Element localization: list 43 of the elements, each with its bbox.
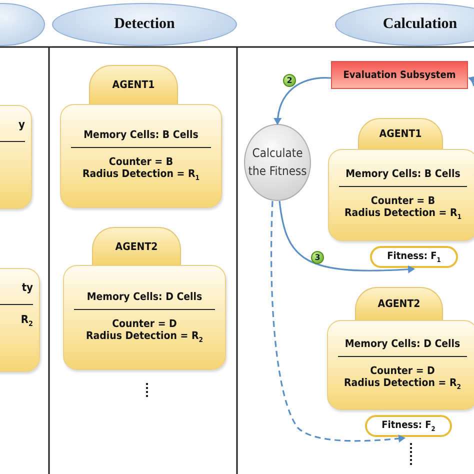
node-text: AGENT2 <box>115 240 158 252</box>
arrow <box>274 77 332 125</box>
node-text: Radius Detection = R$_{1}$ <box>82 168 200 183</box>
phase-ellipse <box>335 3 474 46</box>
node-text: Radius Detection = R$_{2}$ <box>86 330 204 344</box>
node-text: Detection <box>114 16 175 33</box>
node-text: Memory Cells: D Cells <box>86 290 202 303</box>
node-text: Memory Cells: D Cells <box>344 338 460 350</box>
agent-tab <box>92 227 181 265</box>
node-text: Counter = D <box>370 365 435 378</box>
fitness-pill <box>370 246 458 268</box>
arrow <box>278 200 415 274</box>
node-text: Counter = B <box>108 156 174 168</box>
node-text: Evaluation Subsystem <box>343 70 456 80</box>
node-text: Memory Cells: B Cells <box>84 129 198 142</box>
node-text: y <box>18 118 25 131</box>
node-text: Memory Cells: B Cells <box>346 168 460 180</box>
evaluation-box <box>331 61 468 89</box>
node-text: R$_{2}$ <box>20 313 33 328</box>
arrow <box>468 76 474 86</box>
node-text: Counter = B <box>370 195 436 208</box>
node-text: AGENT1 <box>379 128 422 140</box>
step-badge: 3 <box>311 251 324 264</box>
node-text: Calculate the Fitness <box>247 145 308 180</box>
agent-tab <box>355 287 443 320</box>
node-text: Radius Detection = R$_{2}$ <box>344 377 462 392</box>
node-text: Fitness: F$_{2}$ <box>382 420 436 432</box>
agent-card <box>327 320 474 410</box>
node-text: Fitness: F$_{1}$ <box>387 250 441 264</box>
node-text: AGENT1 <box>112 79 155 91</box>
agent-tab <box>89 65 178 104</box>
step-badge: 2 <box>283 74 296 87</box>
arrow <box>270 200 406 443</box>
node-text: AGENT2 <box>378 298 420 310</box>
fitness-pill <box>365 415 452 437</box>
agent-card <box>63 265 226 370</box>
agent-card <box>328 149 474 241</box>
node-text: ty <box>22 281 33 294</box>
agent-tab <box>358 118 443 149</box>
node-text: Calculation <box>382 16 458 33</box>
node-text: Radius Detection = R$_{1}$ <box>344 207 462 222</box>
node-text: Counter = D <box>112 318 177 330</box>
agent-card <box>60 104 222 208</box>
